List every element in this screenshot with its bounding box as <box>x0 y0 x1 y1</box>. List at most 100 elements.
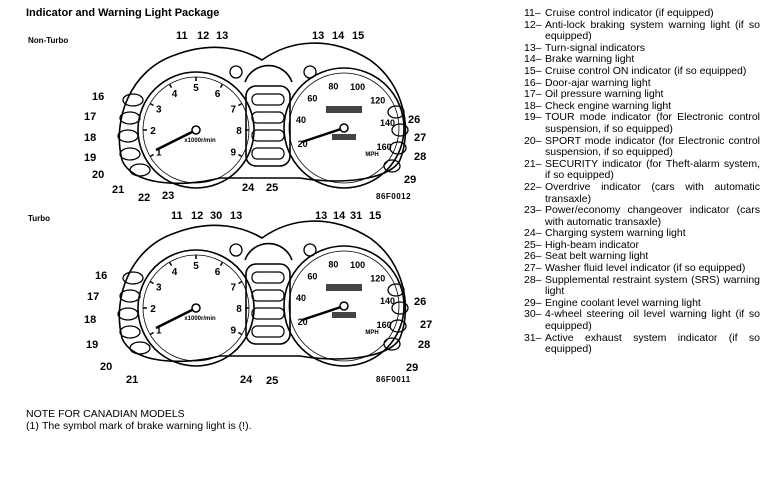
legend-number: 24– <box>524 227 542 240</box>
speedo-needle <box>301 304 345 322</box>
tach-number: 9 <box>230 148 236 159</box>
legend-item: 16–Door-ajar warning light <box>524 76 760 90</box>
left-indicator-lamp <box>119 289 141 303</box>
legend-number: 16– <box>524 76 542 89</box>
callout: 22 <box>138 192 151 204</box>
odometer <box>326 284 362 291</box>
speedo-number: 120 <box>370 96 385 106</box>
tach-number: 9 <box>230 326 236 337</box>
speedo-number: 80 <box>328 259 338 269</box>
tach-number: 4 <box>172 267 178 278</box>
legend-number: 15– <box>524 64 542 77</box>
note-item-number: (1) <box>26 420 39 432</box>
legend-item: 24–Charging system warning light <box>524 228 760 240</box>
callout: 13 <box>216 30 229 42</box>
indicator-legend-list: 11–Cruise control indicator (if equipped… <box>524 7 760 356</box>
left-indicator-lamp <box>129 341 151 355</box>
tach-number: 5 <box>193 83 199 94</box>
legend-text: Cruise control ON indicator (if so equip… <box>545 64 747 77</box>
callout: 29 <box>406 362 419 374</box>
right-indicator-lamp <box>389 141 407 155</box>
legend-item: 27–Washer fluid level indicator (if so e… <box>524 262 760 275</box>
tachometer-dial <box>137 71 255 189</box>
callout: 16 <box>95 270 108 282</box>
legend-item: 17–Oil pressure warning light <box>524 89 760 101</box>
legend-number: 17– <box>524 88 542 101</box>
tach-tick <box>149 102 154 107</box>
speedo-number: 160 <box>377 320 392 330</box>
callout: 15 <box>352 30 365 42</box>
trip-meter <box>332 134 356 140</box>
tach-tick <box>219 83 224 88</box>
callout: 21 <box>112 184 125 196</box>
callout: 24 <box>242 182 255 194</box>
legend-item: 23–Power/economy changeover indicator (c… <box>524 204 760 228</box>
figure-id: 86F0011 <box>376 375 411 384</box>
speedometer-inner-ring <box>288 250 400 362</box>
callout: 25 <box>266 375 279 387</box>
legend-number: 27– <box>524 262 542 275</box>
callout: 31 <box>350 210 363 222</box>
tach-tick <box>219 261 224 266</box>
speedo-unit: MPH <box>365 152 378 158</box>
tach-tick <box>238 102 243 107</box>
callout: 13 <box>312 30 325 42</box>
legend-text: TOUR mode indicator (for Electronic cont… <box>545 111 760 135</box>
tach-tick <box>238 153 243 158</box>
legend-number: 18– <box>524 99 542 112</box>
tach-number: 3 <box>156 105 162 116</box>
tach-tick <box>168 261 173 266</box>
legend-item: 30–4-wheel steering oil level warning li… <box>524 309 760 332</box>
legend-item: 14–Brake warning light <box>524 54 760 66</box>
indicator-lamp <box>251 93 285 106</box>
tach-tick <box>238 331 243 336</box>
callout: 20 <box>100 361 113 373</box>
legend-number: 20– <box>524 134 542 147</box>
tach-number: 8 <box>236 304 242 315</box>
legend-item: 19–TOUR mode indicator (for Electronic c… <box>524 111 760 135</box>
tach-unit: x1000r/min <box>184 316 216 322</box>
right-indicator-lamp <box>391 301 409 315</box>
legend-number: 26– <box>524 250 542 263</box>
speedo-hub <box>339 123 349 133</box>
legend-item: 15–Cruise control ON indicator (if so eq… <box>524 64 760 78</box>
legend-text: Seat belt warning light <box>545 250 649 263</box>
center-indicator-panel <box>245 85 291 167</box>
cluster-housing <box>118 42 407 185</box>
right-indicator-lamp <box>383 159 401 173</box>
callout: 30 <box>210 210 223 222</box>
note-item-text: The symbol mark of brake warning light i… <box>42 420 252 432</box>
speedo-number: 20 <box>298 139 308 149</box>
tach-number: 8 <box>236 126 242 137</box>
speedo-hub <box>339 301 349 311</box>
left-indicator-lamp <box>122 271 144 285</box>
indicator-lamp <box>251 325 285 338</box>
legend-number: 31– <box>524 331 542 344</box>
speedometer-dial <box>283 245 405 367</box>
indicator-lamp <box>251 271 285 284</box>
legend-number: 13– <box>524 41 542 54</box>
legend-text: Door-ajar warning light <box>545 76 651 89</box>
legend-item: 20–SPORT mode indicator (for Electronic … <box>524 134 760 159</box>
legend-item: 25–High-beam indicator <box>524 239 760 252</box>
callout: 28 <box>418 339 431 351</box>
legend-number: 28– <box>524 273 542 286</box>
speedo-number: 60 <box>307 93 317 103</box>
speedo-number: 140 <box>380 118 395 128</box>
tach-number: 3 <box>156 283 162 294</box>
indicator-lamp <box>251 129 285 142</box>
legend-text: Supplemental restraint system (SRS) warn… <box>545 273 760 298</box>
callout: 27 <box>414 132 427 144</box>
legend-text: Check engine warning light <box>545 99 672 112</box>
tach-number: 6 <box>215 267 221 278</box>
speedo-number: 20 <box>298 317 308 327</box>
turn-signal-right <box>303 243 317 257</box>
cluster-housing <box>118 220 407 363</box>
speedometer-dial <box>283 67 405 189</box>
legend-number: 22– <box>524 180 542 193</box>
left-indicator-lamp <box>117 307 139 321</box>
legend-text: Charging system warning light <box>545 227 686 240</box>
left-indicator-lamp <box>129 163 151 177</box>
callout: 19 <box>86 339 99 351</box>
